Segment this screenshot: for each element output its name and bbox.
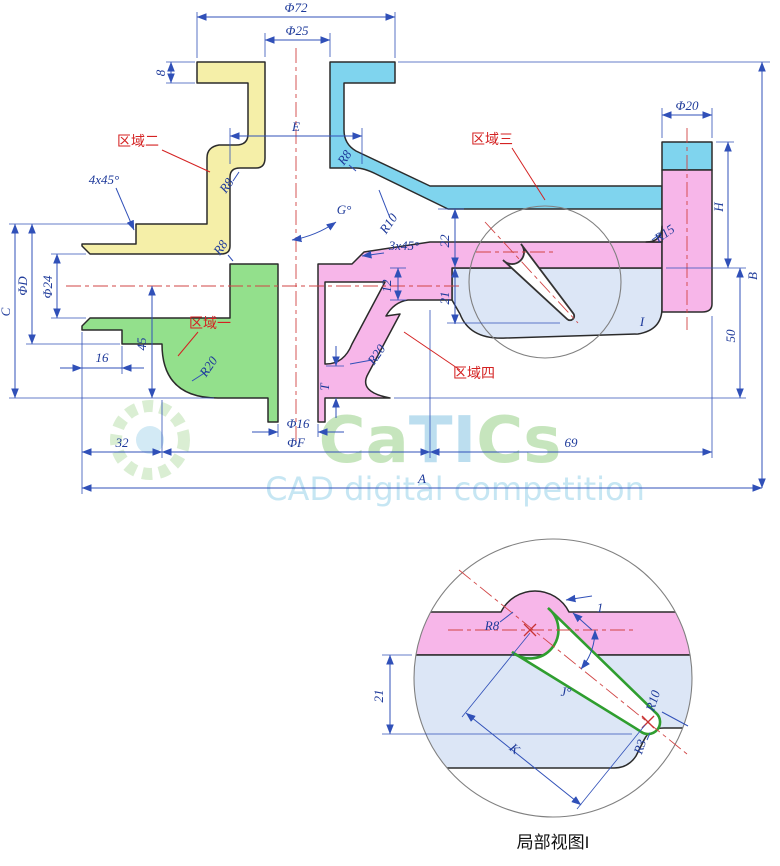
dim-phi24: Φ24 — [40, 275, 55, 298]
detail-dim-r8: R8 — [484, 618, 500, 633]
dim-16: 16 — [96, 350, 110, 365]
dim-B: B — [745, 272, 760, 280]
dim-phi20: Φ20 — [676, 98, 699, 113]
dim-A: A — [417, 471, 426, 486]
detail-ref-label: I — [639, 314, 645, 329]
dim-22: 22 — [437, 234, 452, 248]
dim-phi25: Φ25 — [286, 23, 309, 38]
watermark-tagline: CAD digital competition — [265, 470, 645, 508]
flange-fillet-r15 — [645, 225, 663, 243]
region-two-upper-left-wall — [81, 61, 266, 255]
region-one-lower-left-wall — [81, 263, 279, 423]
detail-caption: 局部视图I — [517, 833, 590, 852]
dim-phiF: ΦF — [287, 435, 306, 450]
label-region-three: 区域三 — [471, 131, 513, 147]
dim-chamfer3: 3x45° — [388, 238, 419, 253]
dim-phiD: ΦD — [15, 276, 30, 296]
dim-8: 8 — [153, 69, 168, 76]
dim-32: 32 — [115, 435, 130, 450]
detail-dim-r3: R3 — [630, 737, 649, 757]
dim-phi16: Φ16 — [287, 416, 310, 431]
detail-dim-21: 21 — [371, 690, 386, 703]
dim-phi72: Φ72 — [285, 0, 308, 15]
detail-dim-J: J° — [561, 684, 572, 699]
detail-view-circle — [413, 538, 693, 818]
watermark-brand: CaTICs — [319, 404, 562, 478]
label-region-four: 区域四 — [453, 365, 495, 381]
dim-C: C — [0, 307, 13, 316]
dim-H: H — [711, 202, 726, 213]
dim-G: G° — [337, 202, 352, 217]
dim-21: 21 — [437, 292, 452, 305]
dim-r10: R10 — [376, 210, 401, 237]
region-three-upper-right-wall — [329, 61, 663, 210]
dim-12: 12 — [379, 279, 394, 293]
label-region-two: 区域二 — [117, 133, 159, 149]
watermark: CaTICs CAD digital competition — [110, 400, 645, 508]
label-region-one: 区域一 — [189, 315, 231, 331]
detail-view: R8 1 21 J° K R10 R3 局部视图I — [371, 538, 693, 852]
dim-chamfer4: 4x45° — [89, 172, 119, 187]
watermark-gear-hub — [136, 426, 164, 454]
watermark-gear-icon — [110, 400, 190, 480]
detail-dim-r10: R10 — [642, 688, 663, 714]
dim-E: E — [291, 119, 300, 134]
dim-T: T — [317, 383, 332, 391]
dimension-lines — [11, 13, 766, 492]
detail-dim-1: 1 — [597, 600, 604, 615]
detail-boundary-circle — [468, 205, 622, 359]
dim-45: 45 — [134, 337, 149, 351]
region-labels: 区域二 区域三 区域一 区域四 — [117, 131, 546, 381]
teardrop-slot — [502, 243, 576, 322]
dim-50: 50 — [723, 329, 738, 343]
dim-69: 69 — [565, 435, 579, 450]
detail-wall-band — [414, 590, 692, 656]
